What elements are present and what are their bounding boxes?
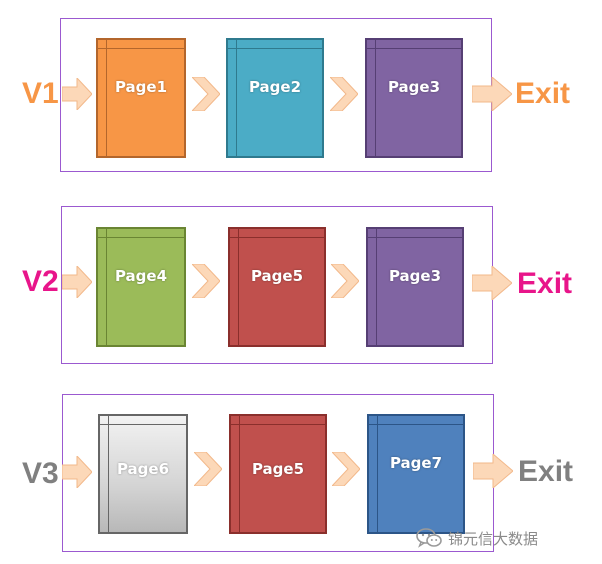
page-label: Page7	[389, 454, 443, 472]
page-card-page2: Page2	[226, 38, 324, 158]
page-card-page7: Page7	[367, 414, 465, 534]
chevron-arrow-icon	[192, 451, 223, 490]
wechat-icon	[416, 528, 442, 548]
chevron-arrow-icon	[190, 76, 221, 115]
watermark-text: 锦元信大数据	[448, 529, 539, 548]
page-card-page1: Page1	[96, 38, 186, 158]
arrow-exit-v3	[472, 452, 514, 492]
watermark: 锦元信大数据	[416, 526, 538, 550]
arrow-entry-v3	[61, 454, 93, 492]
exit-label-v1: Exit	[515, 77, 571, 110]
chevron-arrow-icon	[330, 451, 361, 490]
page-label: Page1	[114, 78, 168, 96]
page-label: Page3	[388, 267, 442, 285]
page-card-page3: Page3	[366, 227, 464, 347]
page-card-page3: Page3	[365, 38, 463, 158]
version-label-v2: V2	[22, 265, 59, 298]
page-label: Page2	[248, 78, 302, 96]
exit-label-v3: Exit	[518, 455, 574, 488]
chevron-arrow-icon	[190, 263, 221, 302]
arrow-entry-v2	[61, 264, 93, 302]
page-card-page5: Page5	[228, 227, 326, 347]
page-card-page5: Page5	[229, 414, 327, 534]
page-label: Page5	[250, 267, 304, 285]
arrow-exit-v2	[471, 264, 513, 304]
page-label: Page5	[251, 460, 305, 478]
arrow-entry-v1	[61, 76, 93, 114]
exit-label-v2: Exit	[517, 267, 573, 300]
chevron-arrow-icon	[329, 263, 360, 302]
page-label: Page4	[114, 267, 168, 285]
arrow-exit-v1	[471, 75, 513, 115]
page-label: Page3	[387, 78, 441, 96]
version-label-v1: V1	[22, 77, 59, 110]
page-card-page4: Page4	[96, 227, 186, 347]
page-label: Page6	[116, 460, 170, 478]
version-label-v3: V3	[22, 457, 59, 490]
chevron-arrow-icon	[328, 76, 359, 115]
page-card-page6: Page6	[98, 414, 188, 534]
